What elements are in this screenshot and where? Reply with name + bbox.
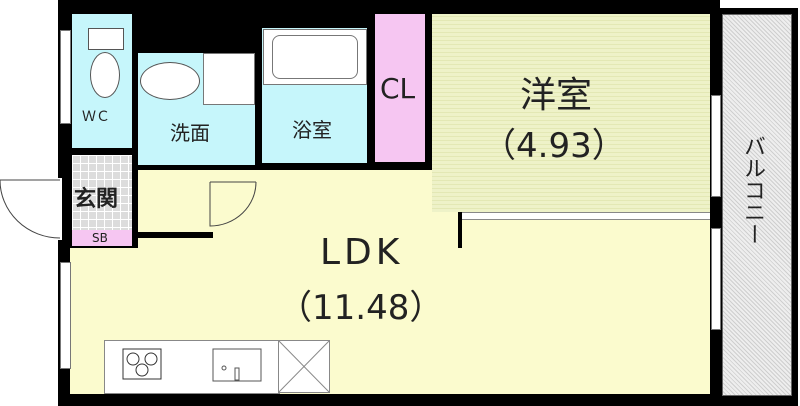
balcony-label: バルコニー	[740, 135, 765, 245]
entrance-door[interactable]	[0, 178, 62, 240]
bathroom-label: 浴室	[292, 118, 332, 142]
western-room	[432, 14, 710, 212]
washroom-label: 洗面	[170, 121, 210, 145]
ldk-label: LDK	[320, 232, 404, 273]
washing-machine-space	[203, 53, 255, 105]
ldk-right-window	[711, 228, 721, 330]
ldk-area-right	[462, 220, 710, 250]
stove-icon	[122, 348, 162, 380]
closet	[375, 14, 425, 162]
wc-label: ＷＣ	[82, 109, 110, 125]
entrance-label: 玄関	[74, 187, 119, 212]
toilet-bowl-icon	[90, 52, 120, 98]
washbasin-icon	[140, 62, 200, 100]
sink-icon	[212, 348, 262, 382]
balcony-floor	[722, 14, 792, 396]
ldk-window	[60, 262, 71, 369]
ldk-size: （11.48）	[278, 288, 444, 328]
western-room-size: （4.93）	[482, 126, 626, 166]
shoe-box-label: SB	[92, 231, 108, 245]
sliding-door[interactable]	[462, 212, 710, 220]
hall-door[interactable]	[208, 178, 258, 230]
wc-window	[60, 30, 71, 124]
ldk-area-upper	[138, 170, 458, 250]
hall-wall	[138, 232, 213, 238]
entrance	[72, 155, 132, 230]
refrigerator-space	[278, 340, 330, 393]
toilet-icon	[88, 28, 124, 50]
western-room-label: 洋室	[520, 75, 593, 116]
closet-label: CL	[380, 72, 416, 105]
bathtub-icon	[263, 29, 367, 85]
western-window	[711, 95, 721, 197]
shoe-box	[72, 230, 132, 246]
